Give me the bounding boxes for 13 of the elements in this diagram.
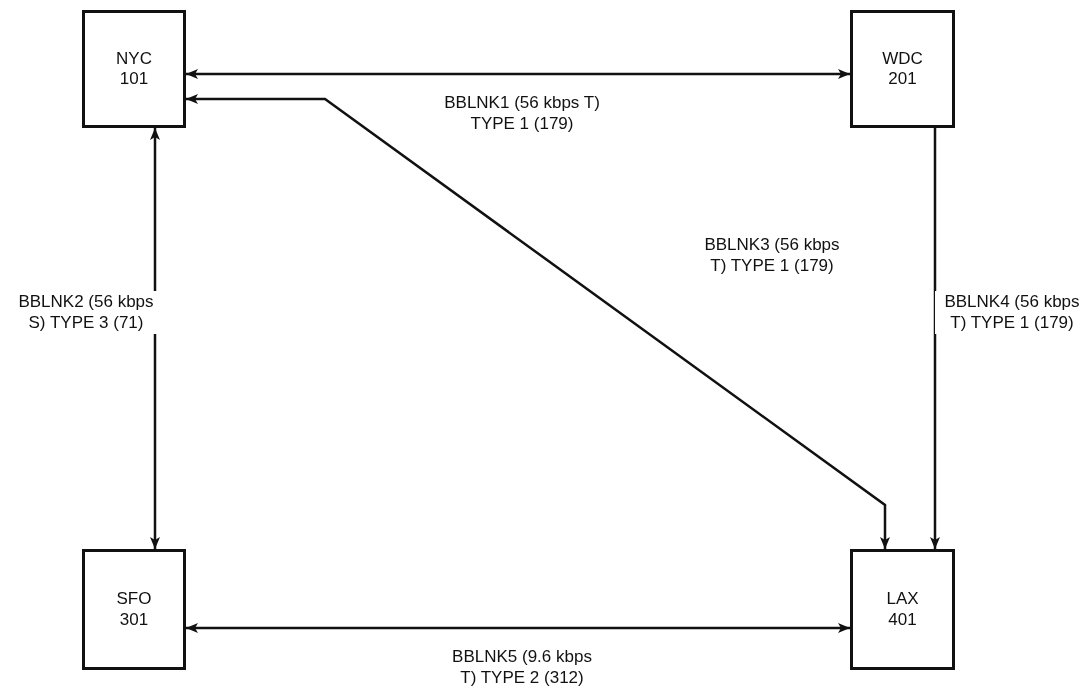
node-box bbox=[850, 549, 955, 670]
arrow bbox=[186, 623, 850, 633]
arrow bbox=[150, 128, 160, 549]
node-box bbox=[82, 549, 186, 670]
node-box bbox=[82, 10, 186, 128]
arrow bbox=[186, 69, 850, 79]
node-label: NYC 101 bbox=[115, 48, 153, 90]
node-label: LAX 401 bbox=[885, 589, 920, 630]
node-box bbox=[850, 10, 955, 128]
arrow bbox=[930, 128, 940, 549]
node-label: SFO 301 bbox=[115, 589, 153, 630]
node-label: WDC 201 bbox=[881, 48, 924, 90]
arrow bbox=[186, 94, 890, 549]
